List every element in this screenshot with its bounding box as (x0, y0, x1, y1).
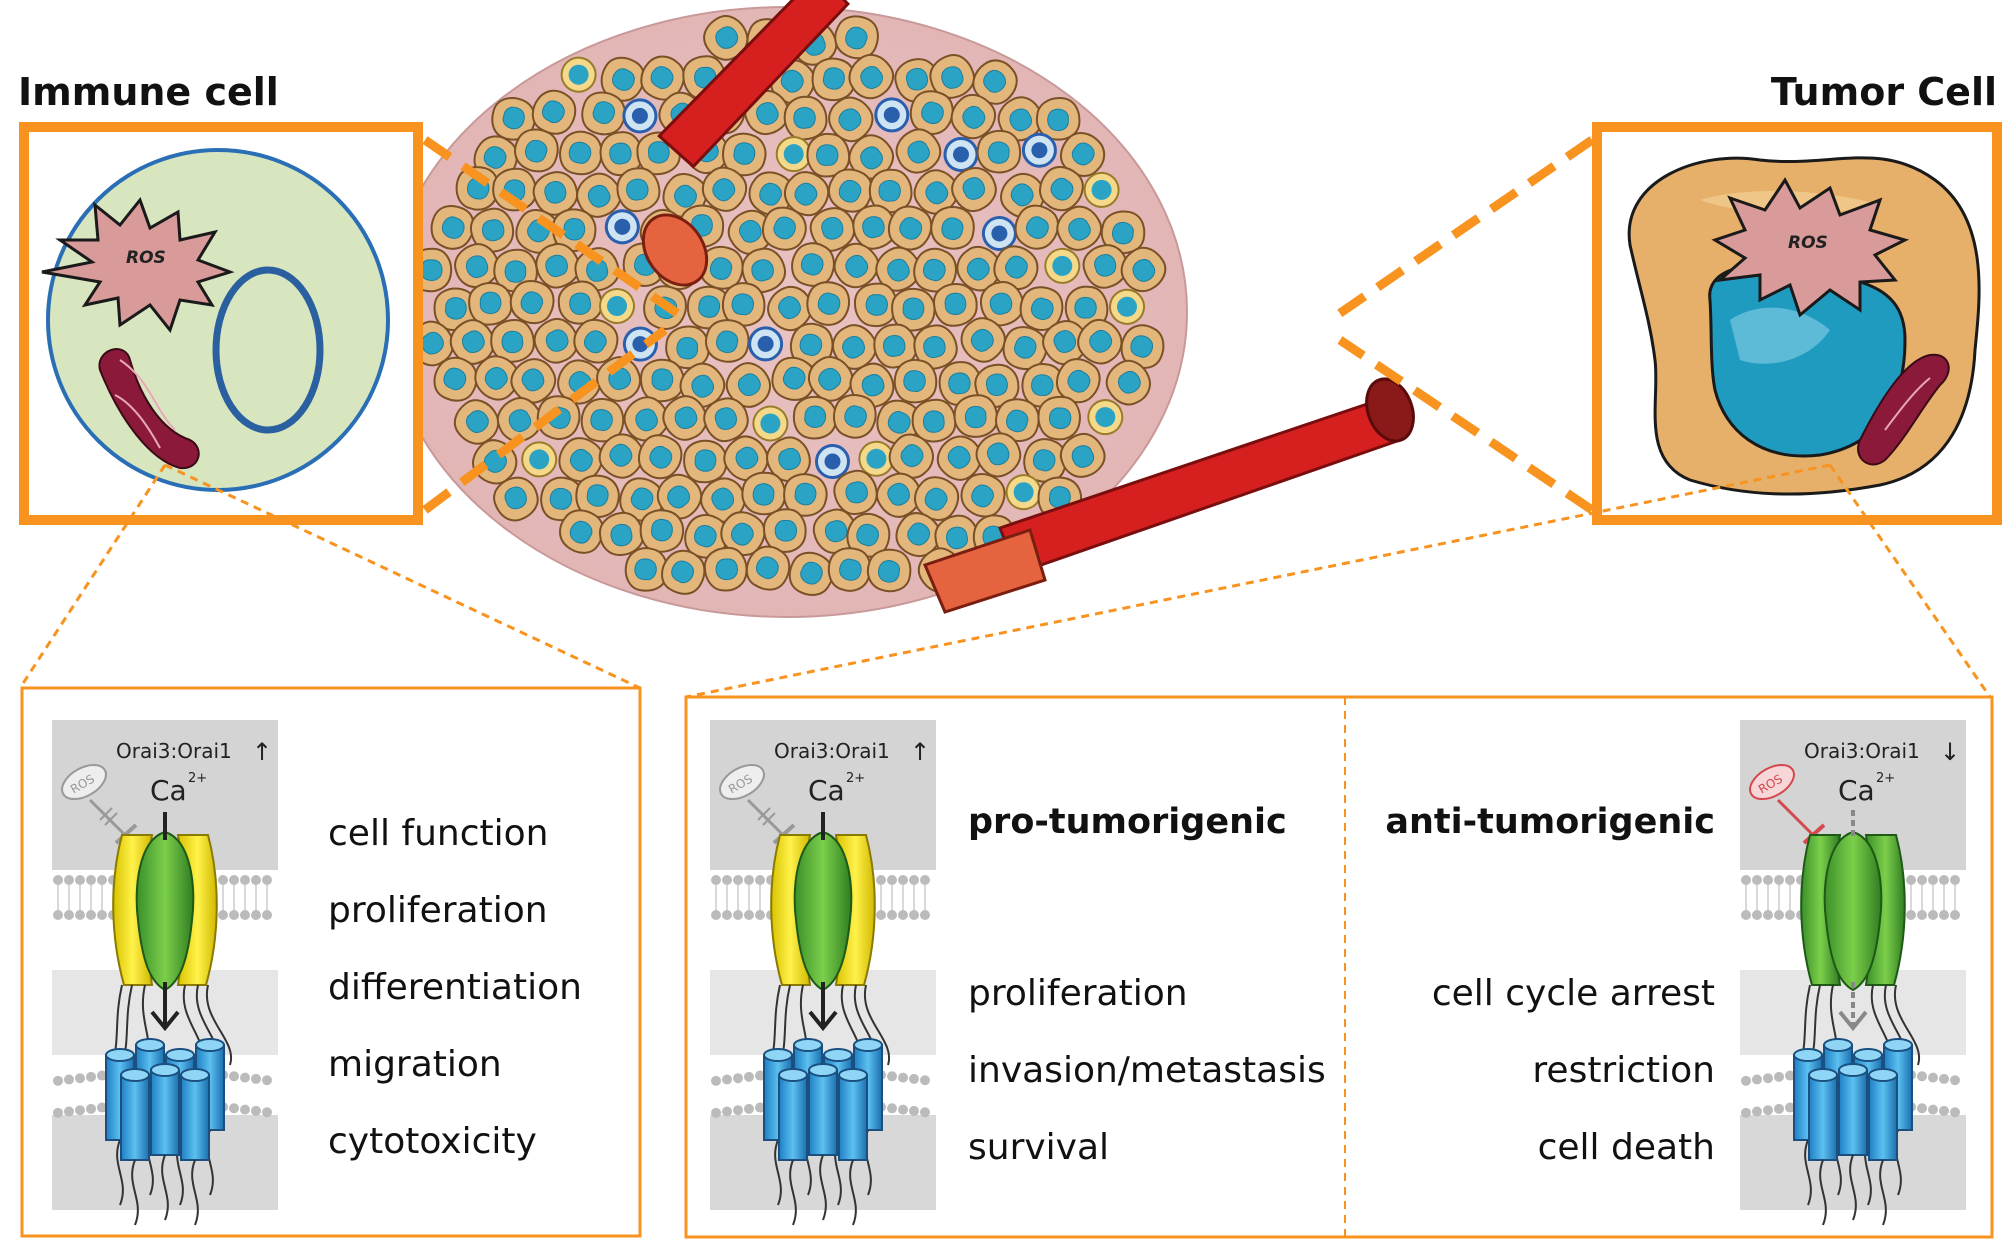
pro-tumorigenic-heading: pro-tumorigenic (968, 802, 1287, 842)
stim-protein-icon (105, 1038, 225, 1226)
ros-inhibitor-icon: ROS (719, 763, 765, 801)
immune-item: differentiation (328, 967, 582, 1008)
orai-channel-icon (1800, 830, 1906, 992)
up-arrow-icon: ↑ (910, 738, 930, 766)
immune-item: cytotoxicity (328, 1121, 537, 1162)
immune-item: cell function (328, 813, 549, 854)
tumor-cell (740, 470, 787, 517)
pro-item: invasion/metastasis (968, 1050, 1326, 1091)
orai-ratio-label: Orai3:Orai1 (116, 739, 232, 763)
immune-cell-small (1020, 131, 1058, 169)
anti-tumorigenic-list: cell cycle arrest restriction cell death (1432, 955, 1715, 1186)
orai-channel-icon (112, 830, 218, 992)
orai-channel-icon (770, 830, 876, 992)
tumor-cell (952, 393, 1000, 439)
immune-cell-nucleus (212, 266, 324, 434)
blood-vessel-upper-left (641, 0, 851, 287)
calcium-label: Ca (808, 774, 845, 807)
orai-ratio-label: Orai3:Orai1 (1804, 739, 1920, 763)
tumor-cell-box (1592, 122, 2002, 525)
anti-item: cell cycle arrest (1431, 973, 1715, 1014)
tumor-cell (892, 357, 939, 405)
pro-tumorigenic-list: proliferation invasion/metastasis surviv… (968, 955, 1326, 1186)
anti-tumorigenic-heading: anti-tumorigenic (1385, 802, 1715, 842)
arrowhead-icon (1838, 1010, 1868, 1032)
ros-burst-immune (41, 196, 235, 334)
mitochondria-immune (98, 348, 200, 470)
calcium-label: Ca (150, 774, 187, 807)
immune-cell-title: Immune cell (18, 70, 279, 114)
pro-item: proliferation (968, 973, 1188, 1014)
anti-item: restriction (1532, 1050, 1715, 1091)
pro-item: survival (968, 1127, 1110, 1168)
connector-lines (18, 136, 1992, 699)
tumor-cell (975, 128, 1023, 175)
tumor-cell (639, 358, 685, 403)
tumor-cell-title: Tumor Cell (1770, 70, 1997, 114)
calcium-charge: 2+ (846, 771, 865, 786)
immune-item: proliferation (328, 890, 548, 931)
down-arrow-icon: ↓ (1940, 738, 1960, 766)
tumor-cell (467, 281, 514, 326)
calcium-charge: 2+ (1876, 771, 1895, 786)
stim-protein-icon (763, 1038, 883, 1226)
ros-label-immune: ROS (126, 248, 166, 268)
calcium-charge: 2+ (188, 771, 207, 786)
stim-protein-icon (1793, 1038, 1913, 1226)
orai-ratio-label: Orai3:Orai1 (774, 739, 890, 763)
ros-burst-tumor (1711, 177, 1910, 318)
tumor-microenvironment (386, 0, 1415, 618)
ros-label-tumor: ROS (1788, 233, 1828, 253)
ros-inhibitor-icon: ROS (1749, 763, 1795, 801)
arrowhead-icon (808, 1010, 838, 1032)
tumor-function-panel (684, 695, 1994, 1239)
up-arrow-icon: ↑ (252, 738, 272, 766)
arrowhead-icon (150, 1010, 180, 1032)
immune-function-list: cell function proliferation differentiat… (328, 795, 582, 1180)
tumor-cell (682, 439, 729, 485)
tumor-cell (638, 507, 686, 555)
immune-function-panel (20, 686, 642, 1238)
immune-cell-box (19, 122, 423, 525)
blood-vessel-lower-right (922, 377, 1415, 614)
tumor-cell (853, 282, 898, 328)
calcium-label: Ca (1838, 774, 1875, 807)
ros-inhibitor-icon: ROS (61, 763, 107, 801)
anti-item: cell death (1537, 1127, 1715, 1168)
tumor-cell (1036, 395, 1082, 442)
immune-item: migration (328, 1044, 502, 1085)
mitochondria-tumor (1857, 353, 1950, 466)
